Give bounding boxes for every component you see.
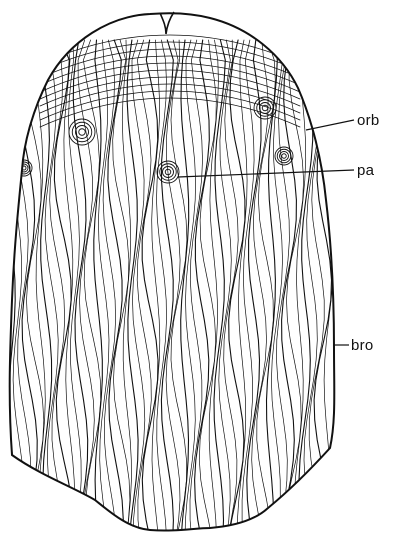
label-orb: orb xyxy=(357,113,380,128)
label-bro: bro xyxy=(351,338,374,353)
leader-line-orb xyxy=(306,120,354,130)
label-pa: pa xyxy=(357,163,374,178)
